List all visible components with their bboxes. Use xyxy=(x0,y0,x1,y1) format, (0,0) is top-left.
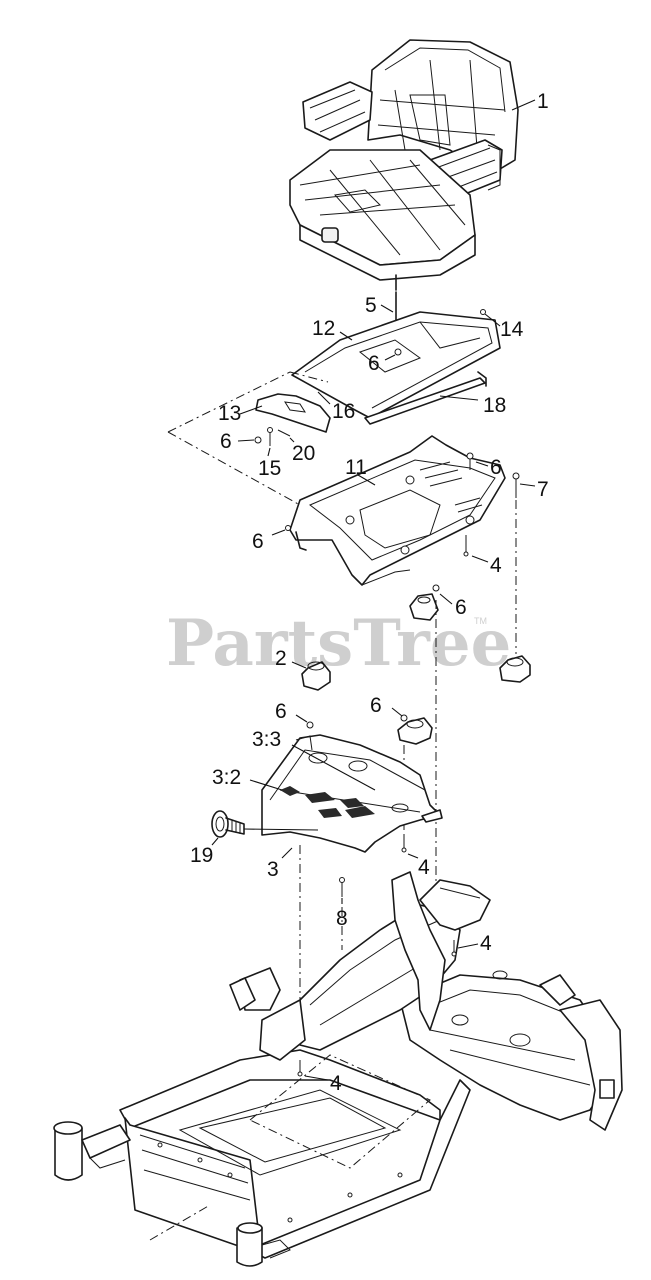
callout-3-3: 3:3 xyxy=(252,728,281,751)
callout-3: 3 xyxy=(267,858,279,881)
adjustment-knob[interactable] xyxy=(211,810,245,838)
callout-7: 7 xyxy=(537,478,549,501)
callout-1: 1 xyxy=(537,90,549,113)
callout-5: 5 xyxy=(365,294,377,317)
callout-13: 13 xyxy=(218,402,241,425)
callout-6c: 6 xyxy=(490,456,502,479)
callout-4a: 4 xyxy=(490,554,502,577)
callout-2: 2 xyxy=(275,647,287,670)
isolator-mount-upper[interactable] xyxy=(409,593,439,621)
seat-plate[interactable] xyxy=(291,311,501,425)
callout-18: 18 xyxy=(483,394,506,417)
seat-assembly[interactable] xyxy=(289,39,519,291)
callout-15: 15 xyxy=(258,457,281,480)
isolator-mount-2[interactable] xyxy=(301,661,331,691)
callout-6a: 6 xyxy=(368,352,380,375)
callout-11: 11 xyxy=(345,456,367,479)
watermark-trademark: TM xyxy=(474,616,487,626)
watermark-logo: PartsTree xyxy=(166,606,511,681)
callout-6f: 6 xyxy=(370,694,382,717)
callout-3-2: 3:2 xyxy=(212,766,241,789)
callout-6e: 6 xyxy=(455,596,467,619)
floor-pan[interactable] xyxy=(261,734,443,853)
callout-16: 16 xyxy=(332,400,355,423)
callout-14: 14 xyxy=(500,318,524,341)
callout-8: 8 xyxy=(336,907,348,930)
callout-19: 19 xyxy=(190,844,213,867)
callout-4d: 4 xyxy=(330,1072,342,1095)
bracket-13[interactable] xyxy=(255,393,331,433)
isolator-mount-right[interactable] xyxy=(499,655,531,683)
main-frame[interactable] xyxy=(53,871,623,1267)
callout-6g: 6 xyxy=(275,700,287,723)
callout-12: 12 xyxy=(312,317,335,340)
callout-4c: 4 xyxy=(480,932,492,955)
callout-4b: 4 xyxy=(418,856,430,879)
callout-6d: 6 xyxy=(252,530,264,553)
callout-20: 20 xyxy=(292,442,315,465)
isolator-mount-middle[interactable] xyxy=(397,717,433,745)
callout-6b: 6 xyxy=(220,430,232,453)
suspension-plate[interactable] xyxy=(289,435,506,586)
